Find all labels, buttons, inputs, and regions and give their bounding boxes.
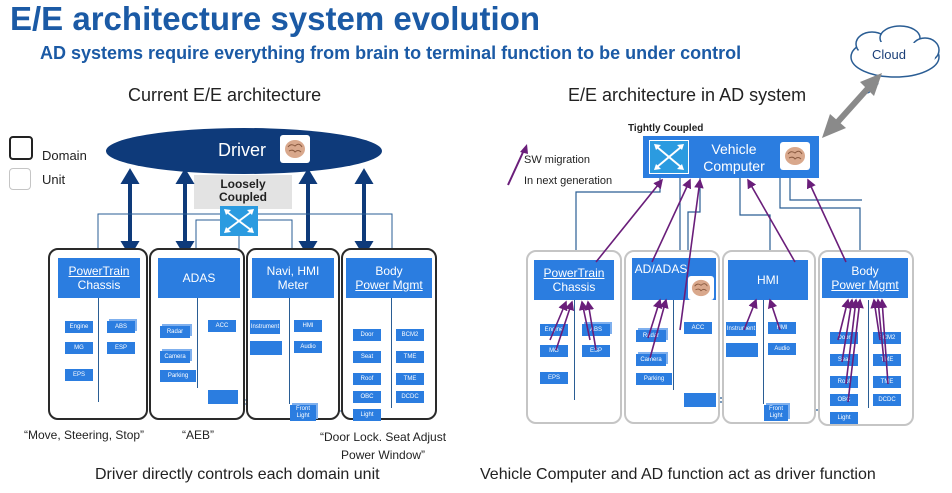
ad-unit-camera: Camera	[636, 354, 666, 366]
caption-body: “Door Lock. Seat Adjust Power Window”	[320, 430, 447, 462]
unit-navi-blank	[250, 341, 282, 355]
ad-unit-hmi-blank	[726, 343, 758, 357]
cloud-label: Cloud	[872, 47, 906, 62]
migration-label-2: In next generation	[524, 175, 613, 187]
left-footer: Driver directly controls each domain uni…	[95, 466, 380, 483]
unit-front-light: Front Light	[290, 405, 316, 421]
ad-adas-brain-icon	[688, 276, 714, 300]
page-subtitle: AD systems require everything from brain…	[40, 43, 742, 63]
unit-acc: ACC	[208, 320, 236, 332]
ad-unit-acc: ACC	[684, 322, 712, 334]
unit-parking: Parking	[160, 370, 196, 382]
ad-unit-instrument: Instrument	[726, 322, 756, 336]
migration-label-1: SW migration	[524, 154, 591, 166]
header-powertrain-chassis: PowerTrain Chassis	[58, 258, 140, 298]
unit-bcm2: BCM2	[396, 329, 424, 341]
ad-unit-eps: EPS	[540, 372, 568, 384]
unit-door: Door	[353, 329, 381, 341]
unit-abs: ABS	[107, 321, 135, 333]
loosely-coupled-label: Loosely Coupled	[219, 177, 267, 204]
ad-unit-tme-2: TME	[873, 376, 901, 388]
unit-dcdc: DCDC	[396, 391, 424, 403]
ad-unit-engine: Engine	[540, 324, 568, 336]
unit-camera: Camera	[160, 351, 190, 363]
ad-header-hmi: HMI	[728, 260, 808, 300]
header-navi-hmi-meter: Navi, HMI Meter	[252, 258, 334, 298]
left-heading: Current E/E architecture	[128, 85, 322, 105]
right-footer: Vehicle Computer and AD function act as …	[480, 466, 876, 483]
legend-domain-label: Domain	[42, 148, 87, 163]
driver-label: Driver	[218, 140, 266, 160]
ad-unit-mg: MG	[540, 345, 568, 357]
domain-line	[673, 300, 674, 390]
ad-unit-radar: Radar	[636, 330, 666, 342]
vehicle-computer-label: Vehicle Computer	[703, 141, 765, 174]
unit-eps: EPS	[65, 369, 93, 381]
loosely-coupled-box	[194, 175, 292, 209]
ad-unit-parking: Parking	[636, 373, 672, 385]
ad-unit-audio: Audio	[768, 343, 796, 355]
legend-unit-swatch	[9, 168, 31, 190]
right-heading: E/E architecture in AD system	[568, 85, 807, 105]
domain-line	[289, 298, 290, 404]
unit-instrument: Instrument	[250, 320, 280, 334]
unit-adas-link	[208, 390, 238, 404]
unit-obc: OBC	[353, 391, 381, 403]
vehicle-switch-icon	[649, 140, 689, 174]
domain-line	[574, 300, 575, 400]
unit-engine: Engine	[65, 321, 93, 333]
ad-unit-front-light: Front Light	[764, 405, 788, 421]
ad-unit-bcm2: BCM2	[873, 332, 901, 344]
header-body-power-mgmt: Body Power Mgmt	[346, 258, 432, 298]
unit-seat: Seat	[353, 351, 381, 363]
vehicle-brain-icon	[780, 142, 810, 170]
unit-radar: Radar	[160, 326, 190, 338]
gateway-switch-icon	[220, 206, 258, 236]
ad-unit-esp: ESP	[582, 345, 610, 357]
ad-unit-hmi: HMI	[768, 322, 796, 334]
ad-header-powertrain-chassis: PowerTrain Chassis	[534, 260, 614, 300]
ad-unit-door: Door	[830, 332, 858, 344]
page-title: E/E architecture system evolution	[10, 0, 541, 37]
unit-audio: Audio	[294, 341, 322, 353]
unit-tme: TME	[396, 351, 424, 363]
unit-hmi: HMI	[294, 320, 322, 332]
cloud-link-arrow	[822, 73, 882, 138]
unit-mg: MG	[65, 342, 93, 354]
ad-unit-light: Light	[830, 412, 858, 424]
caption-powertrain: “Move, Steering, Stop”	[24, 428, 145, 442]
domain-line	[98, 298, 99, 402]
unit-light: Light	[353, 409, 381, 421]
tightly-coupled-label: Tightly Coupled	[628, 123, 704, 134]
unit-esp: ESP	[107, 342, 135, 354]
legend-unit-label: Unit	[42, 172, 66, 187]
ad-unit-dcdc: DCDC	[873, 394, 901, 406]
ad-unit-obc: OBC	[830, 394, 858, 406]
domain-line	[197, 298, 198, 388]
domain-line	[763, 300, 764, 404]
domain-line	[868, 300, 869, 408]
ad-unit-abs: ABS	[582, 324, 610, 336]
ad-unit-tme: TME	[873, 354, 901, 366]
unit-roof: Roof	[353, 373, 381, 385]
unit-tme-2: TME	[396, 373, 424, 385]
ad-unit-adas-link	[684, 393, 716, 407]
header-adas: ADAS	[158, 258, 240, 298]
legend-domain-swatch	[9, 136, 33, 160]
caption-adas: “AEB”	[182, 428, 215, 442]
ad-header-body-power-mgmt: Body Power Mgmt	[822, 258, 908, 298]
domain-line	[391, 298, 392, 408]
driver-ellipse	[106, 128, 382, 174]
ad-unit-roof: Roof	[830, 376, 858, 388]
driver-brain-icon	[280, 135, 310, 163]
ad-unit-seat: Seat	[830, 354, 858, 366]
